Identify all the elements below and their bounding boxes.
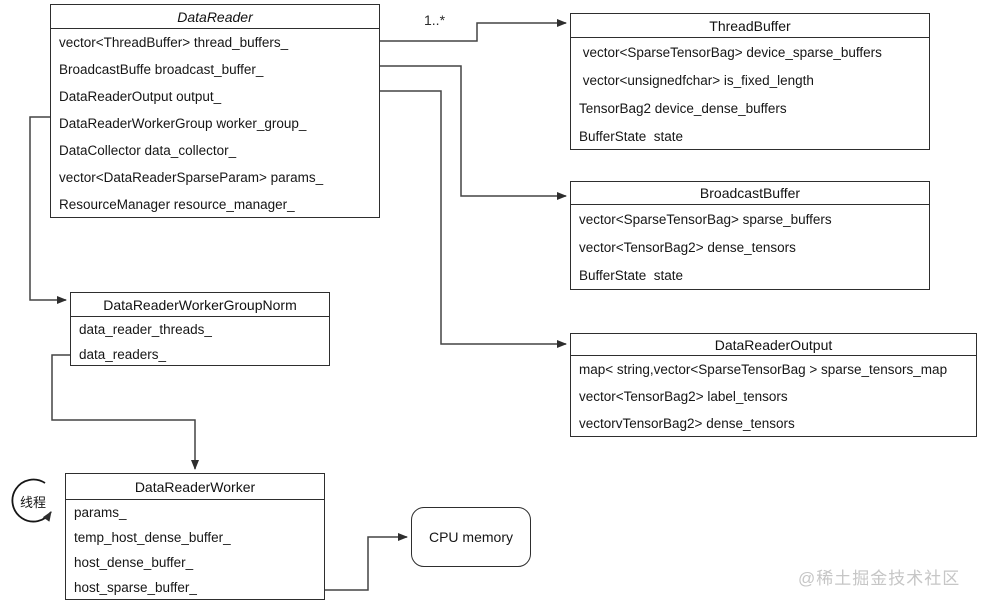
attr-broadcast-buffer: BroadcastBuffe broadcast_buffer_ — [59, 62, 264, 77]
attr-label-tensors: vector<TensorBag2> label_tensors — [579, 389, 788, 404]
connector-datareader-threadbuffer — [380, 19, 567, 42]
attr-params: vector<DataReaderSparseParam> params_ — [59, 170, 324, 185]
class-datareaderworkergroupnorm-attrs: data_reader_threads_ data_readers_ — [71, 317, 329, 367]
class-datareader: DataReader vector<ThreadBuffer> thread_b… — [50, 4, 380, 218]
connector-workergroupnorm-datareaderworker — [51, 354, 199, 470]
connector-datareader-broadcastbuffer — [380, 65, 567, 200]
class-datareaderoutput-attrs: map< string,vector<SparseTensorBag > spa… — [571, 356, 976, 437]
class-datareader-title: DataReader — [51, 5, 379, 29]
multiplicity-label: 1..* — [424, 12, 446, 28]
class-datareaderworkergroupnorm-title: DataReaderWorkerGroupNorm — [71, 293, 329, 317]
attr-device-sparse-buffers: vector<SparseTensorBag> device_sparse_bu… — [579, 44, 882, 60]
class-threadbuffer-attrs: vector<SparseTensorBag> device_sparse_bu… — [571, 38, 929, 150]
attr-buffer-state: BufferState state — [579, 267, 684, 283]
class-broadcastbuffer-title: BroadcastBuffer — [571, 182, 929, 205]
attr-is-fixed-length: vector<unsignedfchar> is_fixed_length — [579, 72, 814, 88]
thread-loop-label: 线程 — [19, 495, 46, 510]
class-datareaderworker-attrs: params_ temp_host_dense_buffer_ host_den… — [66, 500, 324, 600]
node-cpu-memory: CPU memory — [411, 507, 531, 567]
class-datareaderworker-title: DataReaderWorker — [66, 474, 324, 500]
attr-host-sparse-buffer: host_sparse_buffer_ — [74, 580, 197, 595]
attr-data-readers: data_readers_ — [79, 347, 167, 362]
class-datareaderworker: DataReaderWorker params_ temp_host_dense… — [65, 473, 325, 600]
attr-dense-tensors: vector<TensorBag2> dense_tensors — [579, 239, 796, 255]
attr-output: DataReaderOutput output_ — [59, 89, 222, 104]
attr-data-reader-threads: data_reader_threads_ — [79, 322, 212, 337]
class-broadcastbuffer: BroadcastBuffer vector<SparseTensorBag> … — [570, 181, 930, 290]
thread-loop-arrow-icon — [11, 478, 52, 523]
connector-datareader-workergroupnorm — [29, 116, 67, 304]
attr-sparse-tensors-map: map< string,vector<SparseTensorBag > spa… — [579, 362, 948, 377]
attr-dense-tensors: vectorvTensorBag2> dense_tensors — [579, 416, 795, 431]
class-datareaderworkergroupnorm: DataReaderWorkerGroupNorm data_reader_th… — [70, 292, 330, 366]
attr-resource-manager: ResourceManager resource_manager_ — [59, 197, 295, 212]
attr-sparse-buffers: vector<SparseTensorBag> sparse_buffers — [579, 211, 832, 227]
class-threadbuffer: ThreadBuffer vector<SparseTensorBag> dev… — [570, 13, 930, 150]
class-datareaderoutput-title: DataReaderOutput — [571, 334, 976, 356]
attr-buffer-state: BufferState state — [579, 128, 684, 144]
class-threadbuffer-title: ThreadBuffer — [571, 14, 929, 38]
connector-datareader-datareaderoutput — [380, 90, 567, 348]
connector-datareaderworker-cpumemory — [325, 533, 408, 591]
attr-data-collector: DataCollector data_collector_ — [59, 143, 237, 158]
attr-host-dense-buffer: host_dense_buffer_ — [74, 555, 194, 570]
class-datareaderoutput: DataReaderOutput map< string,vector<Spar… — [570, 333, 977, 437]
attr-thread-buffers: vector<ThreadBuffer> thread_buffers_ — [59, 35, 289, 50]
watermark: @稀土掘金技术社区 — [798, 569, 961, 588]
class-broadcastbuffer-attrs: vector<SparseTensorBag> sparse_buffers v… — [571, 205, 929, 289]
attr-worker-group: DataReaderWorkerGroup worker_group_ — [59, 116, 307, 131]
attr-temp-host-dense-buffer: temp_host_dense_buffer_ — [74, 530, 231, 545]
attr-device-dense-buffers: TensorBag2 device_dense_buffers — [579, 100, 787, 116]
attr-params: params_ — [74, 505, 127, 520]
class-datareader-attrs: vector<ThreadBuffer> thread_buffers_ Bro… — [51, 29, 379, 218]
